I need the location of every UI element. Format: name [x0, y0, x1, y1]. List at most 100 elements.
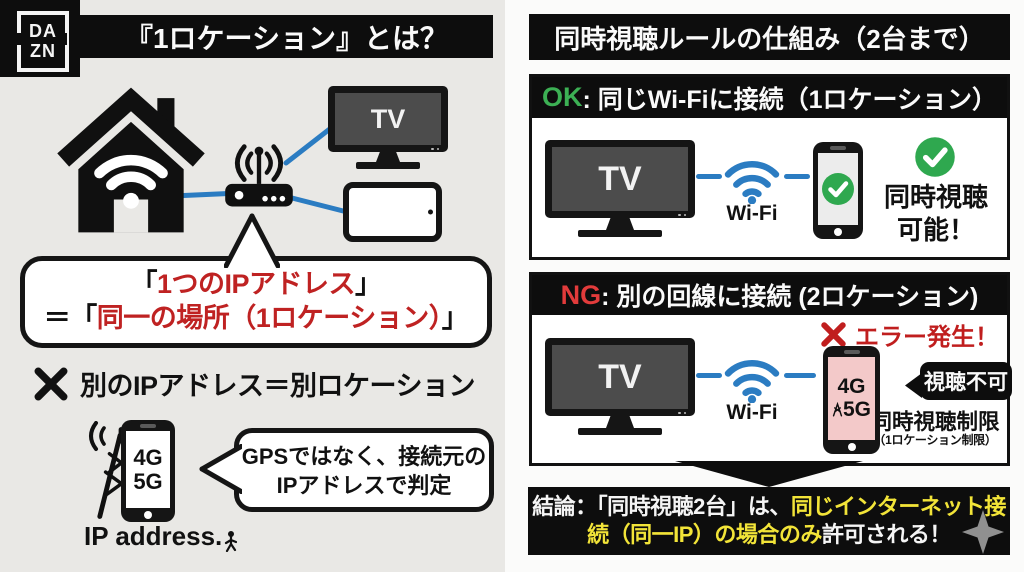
- tv-indicator-dots: [678, 411, 686, 414]
- tv-frame: TV: [545, 338, 695, 416]
- ip-address-label: IP address.: [84, 521, 238, 552]
- tv-base: [356, 162, 420, 169]
- phone-screen: 4G 5G: [126, 431, 170, 508]
- tv-label: TV: [598, 159, 642, 198]
- ok-badge: OK: [541, 82, 583, 112]
- bracket: ＝「: [43, 302, 98, 333]
- wifi-icon: [724, 359, 780, 403]
- phone-5g-label: 5G: [842, 397, 871, 421]
- callout-line2: IPアドレスで判定: [276, 472, 452, 498]
- bubble-line2: ＝「同一の場所（1ロケーション）」: [25, 302, 487, 336]
- conclusion-yellow1: 同じインターネット接: [790, 494, 1007, 520]
- bracket: 「: [130, 269, 157, 299]
- phone-speaker: [843, 350, 860, 354]
- phone-ok: [813, 142, 863, 239]
- phone-screen: 4G 5G: [828, 357, 875, 440]
- x-mark-icon: [34, 367, 68, 400]
- ip-definition-bubble: 「1つのIPアドレス」 ＝「同一の場所（1ロケーション）」: [20, 256, 492, 348]
- phone-speaker: [830, 146, 846, 150]
- bubble-pointer: [224, 213, 280, 268]
- left-title-text: 『1ロケーション』とは？: [124, 22, 448, 54]
- tv-indicator-dots: [431, 147, 439, 150]
- restriction-line1: 同時視聴制限: [870, 410, 1000, 434]
- wifi-label: Wi-Fi: [726, 401, 778, 424]
- tv-base: [578, 230, 662, 237]
- conclusion-yellow2: 続（同一IP）の場合のみ: [587, 522, 822, 547]
- phone-5g-row: 5G: [832, 397, 871, 421]
- tv-screen: TV: [335, 93, 441, 145]
- phone-5g-label: 5G: [133, 468, 163, 494]
- right-title-text: 同時視聴ルールの仕組み（2台まで）: [554, 23, 985, 54]
- ip-address-text: IP address.: [84, 521, 223, 551]
- tv-label: TV: [598, 357, 642, 396]
- phone-home-button: [847, 443, 856, 451]
- link-line: [784, 174, 810, 179]
- ng-header-text: : 別の回線に接続 (2ロケーション): [601, 283, 979, 311]
- tv-neck: [376, 152, 400, 162]
- link-line: [696, 174, 722, 179]
- ok-section: OK : 同じWi-Fiに接続（1ロケーション） TV: [529, 74, 1010, 260]
- ok-header-text: : 同じWi-Fiに接続（1ロケーション）: [582, 85, 998, 114]
- phone-left-mobile: 4G 5G: [121, 420, 175, 522]
- tv-frame: TV: [545, 140, 695, 218]
- sparkle-icon: [962, 510, 1004, 554]
- conclusion-white2: 許可される！: [821, 522, 952, 547]
- restriction-line2: （1ロケーション制限）: [873, 433, 997, 447]
- ng-bubble-text: 視聴不可: [920, 362, 1012, 400]
- dazn-logo-line2: ZN: [30, 40, 56, 61]
- logo-notch-right: [57, 32, 67, 45]
- phone-home-button: [834, 228, 842, 236]
- bubble-line2-red: 同一の場所（1ロケーション）: [96, 302, 442, 333]
- callout-line1: GPSではなく、接続元の: [241, 444, 487, 469]
- tablet-icon: [343, 182, 442, 242]
- tv-label: TV: [370, 103, 406, 134]
- link-line: [784, 373, 816, 378]
- red-x-icon: [821, 322, 846, 347]
- phone-4g-label: 4G: [133, 445, 163, 471]
- ng-badge: NG: [560, 279, 602, 310]
- link-line: [696, 373, 722, 378]
- tv-neck: [606, 218, 634, 230]
- phone-speaker: [140, 424, 156, 428]
- different-ip-rule: 別のIPアドレス＝別ロケーション: [34, 364, 475, 403]
- bubble-line1: 「1つのIPアドレス」: [25, 268, 487, 302]
- phone-home-button: [144, 511, 152, 519]
- left-panel-title: 『1ロケーション』とは？: [80, 15, 493, 58]
- error-text: エラー発生！: [855, 324, 999, 351]
- check-circle-icon: [822, 173, 854, 205]
- router-icon: [225, 144, 293, 207]
- ok-result-text: 同時視聴 可能！: [876, 181, 996, 246]
- ng-section-body: エラー発生！ TV Wi-Fi: [532, 315, 1012, 463]
- ok-result-line2: 可能！: [896, 214, 975, 245]
- dazn-logo: DA ZN: [0, 0, 80, 77]
- person-icon: [225, 531, 238, 552]
- tv-screen: TV: [552, 345, 688, 409]
- tv-neck: [606, 416, 634, 428]
- ok-result-line1: 同時視聴: [883, 182, 988, 212]
- bracket: 」: [355, 269, 382, 299]
- tablet-camera-dot: [428, 209, 433, 215]
- conclusion-line1: 結論：「同時視聴2台」は、同じインターネット接: [532, 494, 1006, 520]
- wifi-icon: [724, 160, 780, 204]
- right-panel-title: 同時視聴ルールの仕組み（2台まで）: [529, 14, 1010, 60]
- house-wifi-icon: [57, 87, 205, 233]
- mini-tower-icon: [832, 402, 843, 417]
- callout-pointer: [199, 444, 242, 494]
- rule-text: 別のIPアドレス＝別ロケーション: [80, 371, 475, 401]
- tv-ok: TV: [545, 140, 695, 237]
- logo-notch-left: [13, 32, 23, 45]
- gps-callout: GPSではなく、接続元の IPアドレスで判定: [234, 428, 494, 512]
- conclusion-line2: 続（同一IP）の場合のみ許可される！: [587, 522, 951, 548]
- error-row: エラー発生！: [820, 317, 999, 352]
- ok-section-header: OK : 同じWi-Fiに接続（1ロケーション）: [532, 77, 1007, 118]
- tv-left: TV: [328, 86, 448, 169]
- ng-section: NG: 別の回線に接続 (2ロケーション) エラー発生！ TV: [529, 272, 1012, 466]
- wifi-label: Wi-Fi: [726, 202, 778, 225]
- tv-base: [578, 428, 662, 435]
- tv-indicator-dots: [678, 213, 686, 216]
- bubble-line1-red: 1つのIPアドレス: [156, 269, 356, 299]
- phone-ng-mobile: 4G 5G: [823, 346, 880, 454]
- conclusion-white1: 結論：「同時視聴2台」は、: [532, 494, 791, 520]
- bracket: 」: [441, 302, 469, 333]
